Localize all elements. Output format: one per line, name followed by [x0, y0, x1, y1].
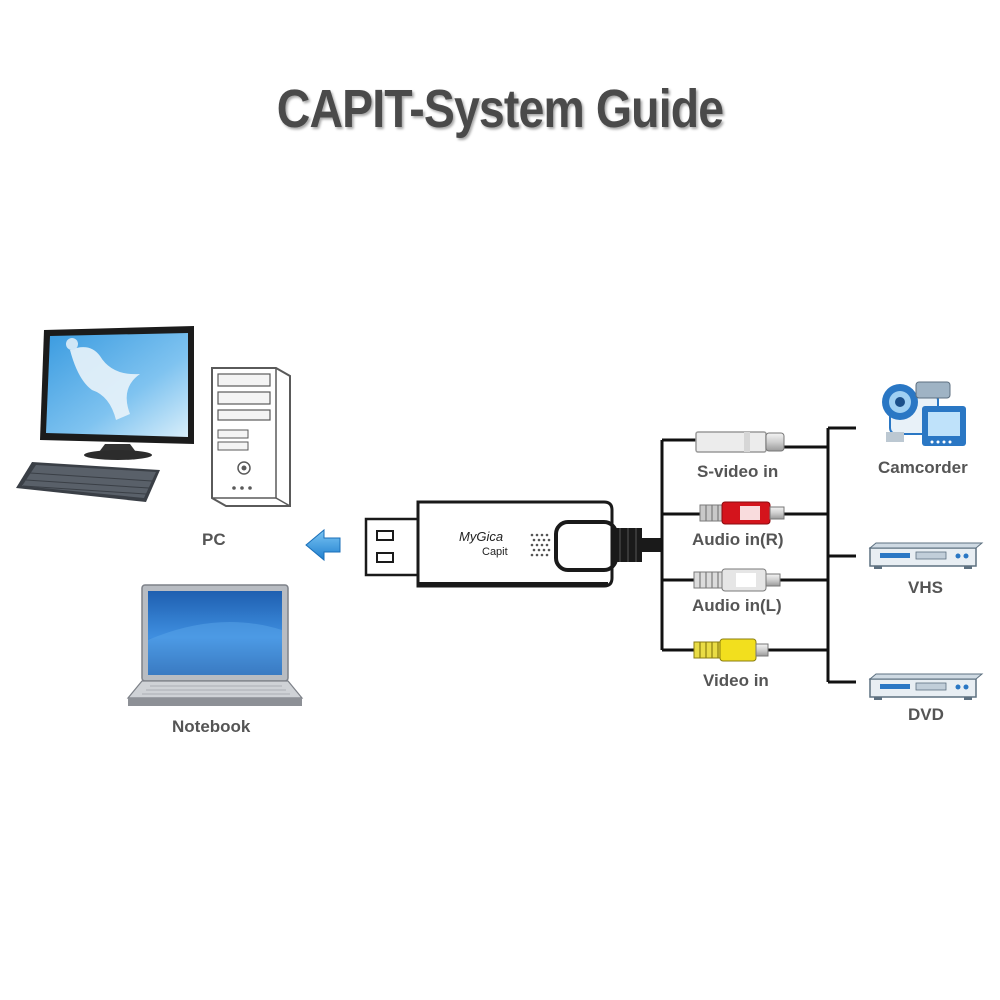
- stick-model: Capit: [482, 546, 508, 558]
- video-connector: [693, 638, 769, 662]
- audio-r-connector: [699, 501, 785, 525]
- vhs-player-icon: [868, 542, 984, 569]
- camcorder-icon: [882, 381, 966, 446]
- usb-capture-stick-icon: [364, 500, 662, 588]
- pc-label: PC: [202, 530, 226, 549]
- notebook-label: Notebook: [172, 717, 251, 736]
- video-label: Video in: [703, 671, 769, 690]
- dvd-player-icon: [868, 673, 984, 700]
- wiring: [660, 426, 856, 684]
- svideo-connector: [695, 431, 785, 453]
- vhs-label: VHS: [908, 578, 943, 597]
- audio-l-label: Audio in(L): [692, 596, 782, 615]
- notebook-icon: [126, 584, 304, 706]
- camcorder-label: Camcorder: [878, 458, 968, 477]
- desktop-pc-icon: [16, 326, 291, 507]
- dvd-label: DVD: [908, 705, 944, 724]
- audio-r-label: Audio in(R): [692, 530, 784, 549]
- audio-l-connector: [693, 568, 781, 592]
- page-title: CAPIT-System Guide: [276, 79, 724, 139]
- svideo-label: S-video in: [697, 462, 779, 481]
- stick-brand: MyGica: [459, 529, 503, 544]
- arrow-left-icon: [305, 528, 341, 562]
